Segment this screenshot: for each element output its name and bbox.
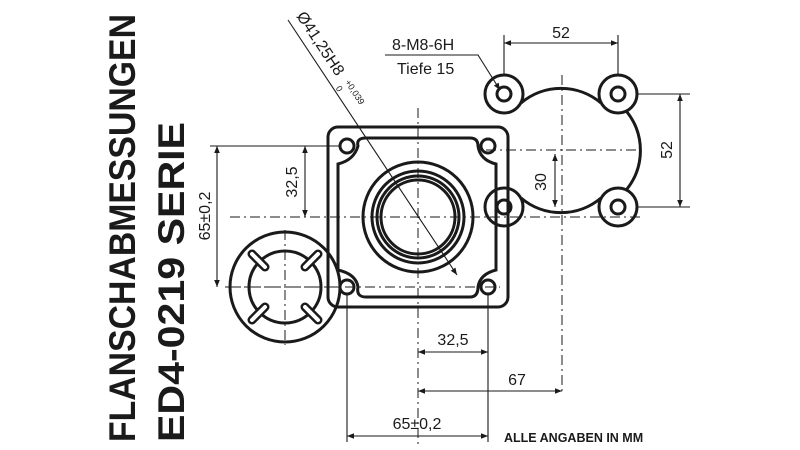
dim-bottom-32-5: 32,5 <box>437 332 468 349</box>
dim-top-52: 52 <box>552 25 570 42</box>
thread-callout: 8-M8-6H <box>392 37 454 54</box>
dim-left-65: 65±0,2 <box>197 191 214 240</box>
title-line1: FLANSCHABMESSUNGEN <box>102 14 143 442</box>
dim-right-52: 52 <box>659 141 676 159</box>
bore-tol-lower: 0 <box>334 84 345 94</box>
coupling-view <box>228 230 342 344</box>
title-line2: ED4-0219 SERIE <box>151 122 192 442</box>
dim-30: 30 <box>533 173 550 191</box>
flange-body <box>326 125 525 309</box>
units-note: ALLE ANGABEN IN MM <box>504 431 643 445</box>
depth-callout: Tiefe 15 <box>397 61 454 78</box>
dim-bottom-67: 67 <box>508 372 526 389</box>
bore-tol-upper: +0,039 <box>343 78 367 107</box>
dim-left-32-5: 32,5 <box>284 166 301 197</box>
dimension-lines <box>210 35 690 442</box>
dim-bottom-65: 65±0,2 <box>393 416 442 433</box>
